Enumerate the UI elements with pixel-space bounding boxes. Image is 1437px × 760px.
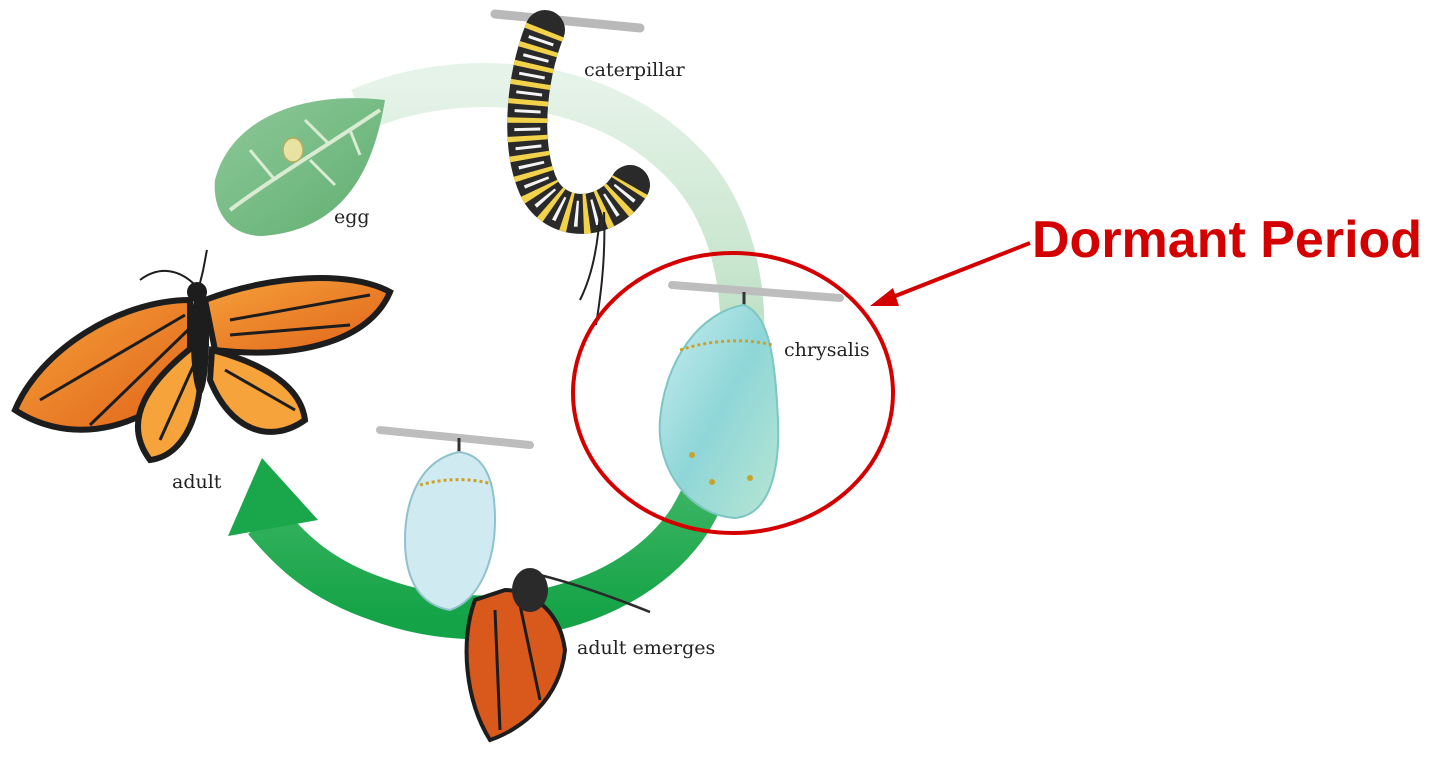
adult-butterfly-illustration [15,250,390,460]
egg-label: egg [334,206,370,228]
chrysalis-illustration [660,285,840,518]
dormant-callout [573,243,1030,533]
chrysalis-label: chrysalis [784,339,870,361]
dormant-period-label: Dormant Period [1032,210,1422,270]
caterpillar-label: caterpillar [584,59,685,81]
cycle-arrowhead [228,458,318,536]
egg-icon [283,138,303,162]
adult-label: adult [172,471,221,493]
adult-emerges-label: adult emerges [577,637,715,659]
callout-arrowhead [870,288,899,306]
callout-arrow [880,243,1030,302]
